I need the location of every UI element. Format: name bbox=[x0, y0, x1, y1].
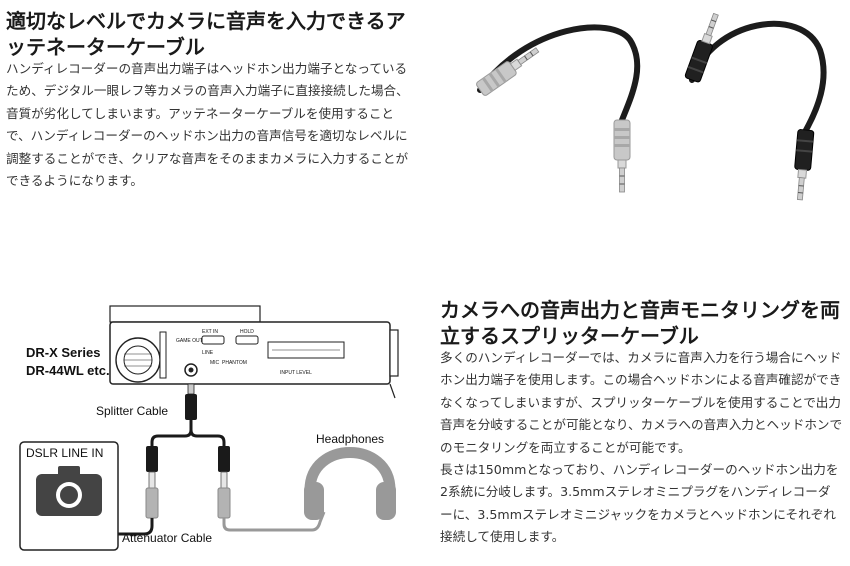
section1-body: ハンディレコーダーの音声出力端子はヘッドホン出力端子となっているため、デジタル一… bbox=[6, 58, 411, 192]
section1-title: 適切なレベルでカメラに音声を入力できるアッテネーターケーブル bbox=[6, 9, 406, 59]
splitter-cable-image bbox=[684, 12, 827, 201]
camera-label: DSLR LINE IN bbox=[26, 446, 103, 460]
section2-paragraph-1: 多くのハンディレコーダーでは、カメラに音声入力を行う場合にヘッドホン出力端子を使… bbox=[440, 350, 843, 455]
attenuator-cable-image bbox=[476, 24, 641, 193]
camera-box: DSLR LINE IN bbox=[19, 441, 119, 551]
device-mic-label: MIC bbox=[210, 360, 220, 366]
section1-paragraph: ハンディレコーダーの音声出力端子はヘッドホン出力端子となっているため、デジタル一… bbox=[6, 61, 409, 189]
section2-paragraph-2: 長さは150mmとなっており、ハンディレコーダーのヘッドホン出力を2系統に分岐し… bbox=[440, 462, 839, 545]
recorder-device: GAME OUT EXT IN HOLD LINE MIC PHANTOM IN… bbox=[109, 305, 399, 399]
recorder-label-line1: DR-X Series bbox=[26, 345, 100, 360]
recorder-label-line2: DR-44WL etc. bbox=[26, 363, 110, 378]
device-input-level-label: INPUT LEVEL bbox=[280, 370, 312, 376]
device-game-label: GAME OUT bbox=[176, 338, 203, 344]
headphones-icon bbox=[217, 447, 396, 532]
attenuator-cable-label: Attenuator Cable bbox=[122, 531, 212, 545]
headphones-label: Headphones bbox=[316, 432, 384, 446]
splitter-cable bbox=[146, 383, 230, 472]
connection-diagram: GAME OUT EXT IN HOLD LINE MIC PHANTOM IN… bbox=[19, 305, 399, 551]
device-phantom-label: PHANTOM bbox=[222, 360, 247, 366]
section2-title: カメラへの音声出力と音声モニタリングを両立するスプリッターケーブル bbox=[440, 298, 840, 348]
device-hold-label: HOLD bbox=[240, 329, 254, 335]
cable-product-photo bbox=[476, 12, 827, 201]
camera-icon bbox=[36, 466, 102, 516]
section2-body: 多くのハンディレコーダーでは、カメラに音声入力を行う場合にヘッドホン出力端子を使… bbox=[440, 347, 843, 549]
device-ext-in-label: EXT IN bbox=[202, 329, 218, 335]
splitter-cable-label: Splitter Cable bbox=[96, 404, 168, 418]
device-line-label: LINE bbox=[202, 350, 214, 356]
